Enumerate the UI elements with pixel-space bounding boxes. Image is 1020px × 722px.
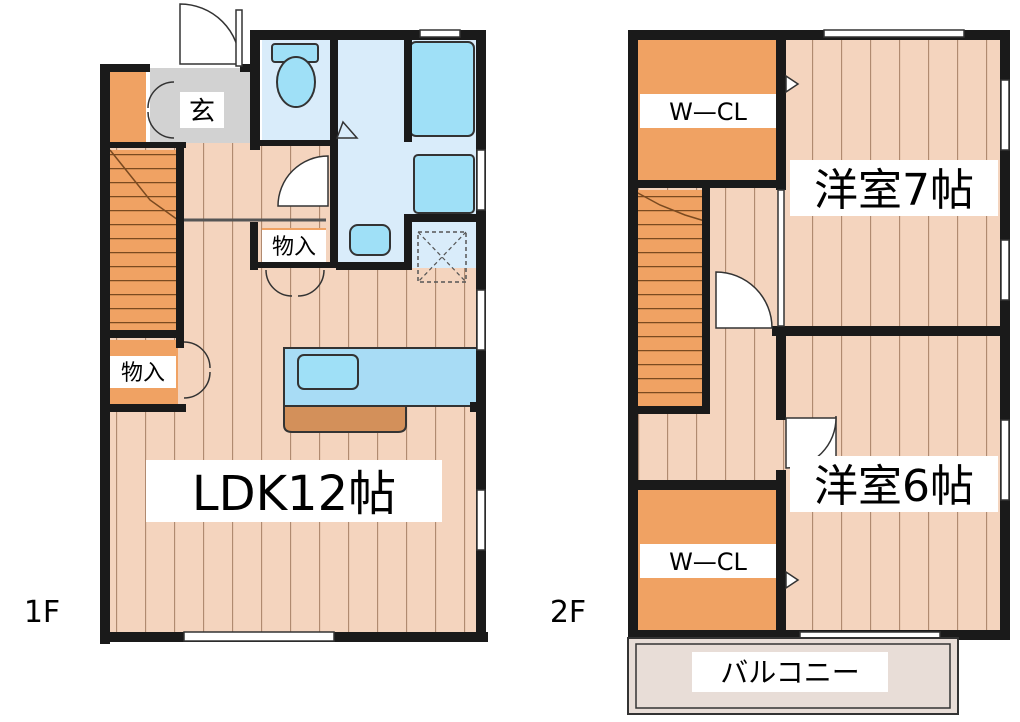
staircase	[108, 150, 178, 330]
ldk-label: LDK12帖	[192, 466, 396, 522]
storage-upper-label: 物入	[272, 235, 316, 260]
first-floor-doors	[147, 3, 329, 399]
western-6-label: 洋室6帖	[814, 461, 974, 512]
shoe-storage	[108, 72, 146, 142]
western-6-label-bg	[790, 456, 998, 512]
storage-upper-label-bg	[262, 230, 326, 262]
second-floor-plan	[627, 29, 1010, 715]
entrance-label-bg	[180, 92, 224, 128]
bathtub	[409, 41, 475, 137]
toilet-bowl	[276, 56, 316, 108]
wcl-upper-label: W—CL	[669, 98, 747, 126]
dining-counter	[283, 405, 407, 433]
kitchen-sink	[297, 354, 359, 390]
first-floor-plan	[100, 3, 488, 644]
wcl-lower-label: W—CL	[669, 548, 747, 576]
washing-machine-tray	[349, 224, 391, 256]
storage-left-label: 物入	[121, 361, 165, 386]
western-7-label-bg	[790, 160, 998, 216]
first-floor-windows	[183, 29, 486, 642]
balcony-label-bg	[692, 652, 888, 692]
ldk-label-bg	[146, 460, 442, 522]
entrance-label: 玄	[189, 97, 215, 127]
staircase-2f	[636, 190, 708, 408]
second-floor-windows	[777, 29, 1010, 641]
floor-2-label: 2F	[550, 595, 586, 630]
balcony-label: バルコニー	[720, 656, 859, 689]
wcl-lower-label-bg	[640, 544, 776, 578]
room-labels: 玄 物入 物入 LDK12帖 1F 2F W—CL W—CL 洋室7帖 洋室6帖…	[24, 92, 998, 692]
washbasin	[413, 154, 475, 214]
western-7-label: 洋室7帖	[814, 165, 974, 216]
fridge-space	[417, 231, 467, 283]
floor-1-label: 1F	[24, 595, 60, 630]
wcl-upper-label-bg	[640, 94, 776, 128]
storage-left-label-bg	[110, 356, 176, 388]
